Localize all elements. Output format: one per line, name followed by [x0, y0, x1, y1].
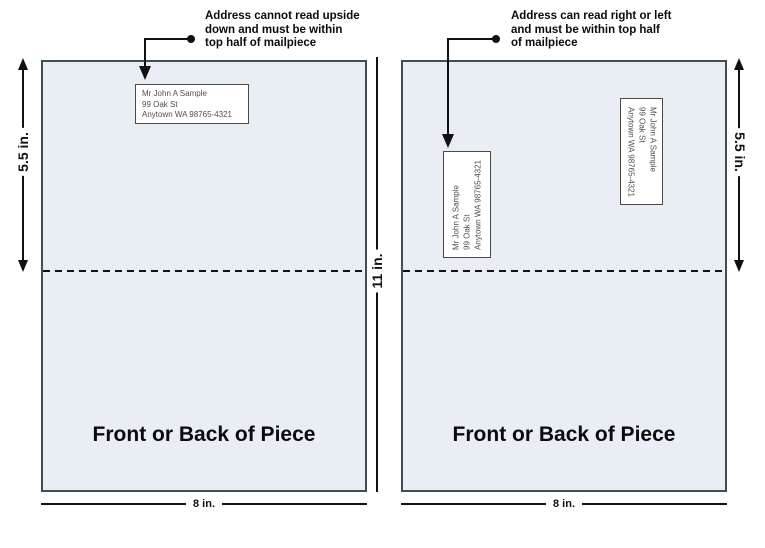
left-address-label: Mr John A Sample 99 Oak St Anytown WA 98… — [135, 84, 249, 124]
up-arrowhead-icon — [734, 58, 744, 70]
left-annotation-arrow-vline — [144, 38, 146, 66]
right-annotation-text: Address can read right or left and must … — [511, 10, 672, 49]
dimension-line-segment — [41, 502, 186, 505]
right-height-dimension-label: 5.5 in. — [731, 128, 749, 176]
right-width-dimension: 8 in. — [401, 497, 728, 510]
left-width-dimension: 8 in. — [41, 497, 368, 510]
up-arrowhead-icon — [18, 58, 28, 70]
left-annotation-arrowhead-icon — [139, 66, 151, 80]
left-half-dashed-line — [43, 270, 365, 272]
address-text: Mr John A Sample 99 Oak St Anytown WA 98… — [451, 159, 483, 250]
left-annotation-dot-icon — [187, 35, 195, 43]
down-arrowhead-icon — [18, 260, 28, 272]
dimension-line-segment — [401, 502, 546, 505]
left-annotation-arrow-hline — [145, 38, 191, 40]
dimension-line-segment — [222, 502, 368, 505]
left-piece-label: Front or Back of Piece — [92, 423, 316, 446]
left-height-dimension-label: 5.5 in. — [14, 128, 32, 176]
right-annotation-arrow-vline — [447, 38, 449, 134]
down-arrowhead-icon — [734, 260, 744, 272]
right-address-label-read-up: Mr John A Sample 99 Oak St Anytown WA 98… — [443, 151, 491, 258]
center-height-dimension-label: 11 in. — [368, 249, 386, 293]
right-annotation-arrow-hline — [449, 38, 496, 40]
right-address-label-read-down: Mr John A Sample 99 Oak St Anytown WA 98… — [620, 98, 663, 205]
address-text: Mr John A Sample 99 Oak St Anytown WA 98… — [626, 106, 657, 197]
right-half-dashed-line — [403, 270, 725, 272]
dimension-line-segment — [582, 502, 728, 505]
left-width-dimension-label: 8 in. — [193, 497, 216, 510]
right-width-dimension-label: 8 in. — [553, 497, 576, 510]
right-mailpiece-panel — [401, 60, 727, 492]
left-mailpiece-panel — [41, 60, 367, 492]
right-piece-label: Front or Back of Piece — [452, 423, 676, 446]
right-annotation-arrowhead-icon — [442, 134, 454, 148]
left-annotation-text: Address cannot read upside down and must… — [205, 10, 360, 49]
right-annotation-dot-icon — [492, 35, 500, 43]
